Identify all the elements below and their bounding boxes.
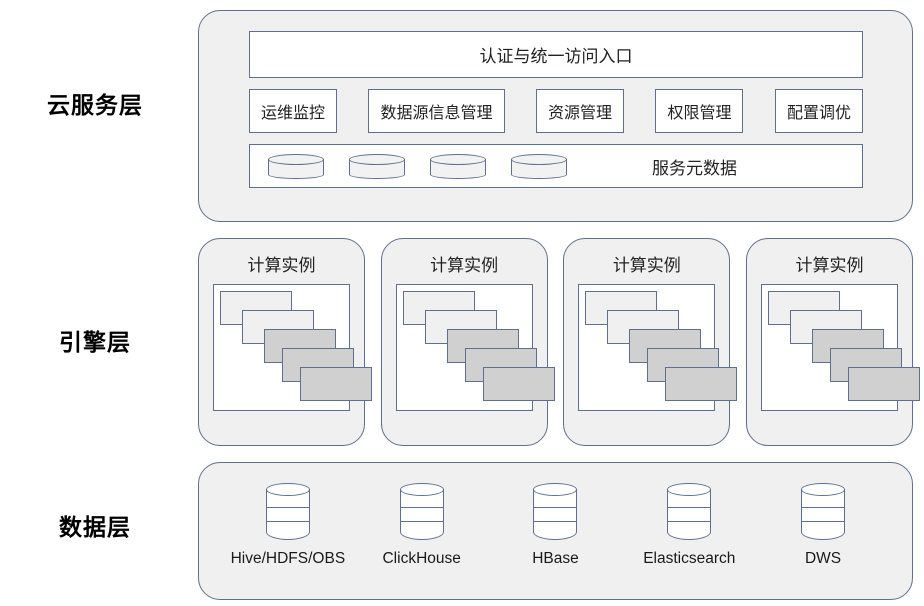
task-block (300, 367, 372, 401)
service-module-row: 运维监控 数据源信息管理 资源管理 权限管理 配置调优 (249, 89, 863, 133)
service-box-config-tuning[interactable]: 配置调优 (774, 89, 863, 133)
metadata-cylinder-group (268, 153, 567, 179)
compute-instance-card-2[interactable]: 计算实例 (380, 238, 555, 446)
data-store-hbase[interactable]: HBase (490, 483, 620, 568)
layer-label-cloud-service: 云服务层 (47, 93, 143, 119)
database-cylinder-icon (349, 153, 405, 179)
compute-instance-title: 计算实例 (795, 256, 864, 276)
database-stack-icon (801, 483, 846, 540)
data-store-label: Elasticsearch (643, 550, 736, 567)
compute-instance-card-4[interactable]: 计算实例 (745, 238, 920, 446)
database-cylinder-icon (511, 153, 567, 179)
data-store-row: Hive/HDFS/OBS ClickHouse HBase Elasticse… (221, 483, 890, 581)
auth-unified-access-box[interactable]: 认证与统一访问入口 (249, 31, 863, 78)
database-stack-icon (667, 483, 712, 540)
compute-instance-task-area (213, 284, 372, 411)
data-store-dws[interactable]: DWS (758, 483, 888, 568)
layer-label-engine: 引擎层 (59, 330, 131, 356)
data-store-label: ClickHouse (382, 550, 461, 567)
service-box-resource-mgmt[interactable]: 资源管理 (535, 89, 624, 133)
service-box-datasource-mgmt[interactable]: 数据源信息管理 (368, 89, 505, 133)
engine-layer-row: 计算实例 计算实例 计算实例 计算实例 (198, 238, 920, 446)
data-store-label: Hive/HDFS/OBS (230, 550, 346, 567)
data-store-label: DWS (804, 550, 842, 567)
task-block (482, 367, 555, 401)
compute-instance-title: 计算实例 (247, 256, 316, 276)
database-cylinder-icon (430, 153, 486, 179)
task-block (665, 367, 738, 401)
service-box-ops-monitoring[interactable]: 运维监控 (249, 89, 338, 133)
compute-instance-task-area (760, 284, 920, 411)
database-stack-icon (399, 483, 444, 540)
data-store-label: HBase (532, 550, 579, 567)
data-layer-panel: Hive/HDFS/OBS ClickHouse HBase Elasticse… (198, 462, 913, 600)
compute-instance-card-1[interactable]: 计算实例 (198, 238, 372, 446)
data-store-elasticsearch[interactable]: Elasticsearch (624, 483, 754, 568)
data-store-hive-hdfs-obs[interactable]: Hive/HDFS/OBS (223, 483, 353, 568)
service-metadata-bar: 服务元数据 (249, 144, 863, 188)
task-block (847, 367, 920, 401)
compute-instance-task-area (395, 284, 555, 411)
cloud-service-layer-panel: 认证与统一访问入口 运维监控 数据源信息管理 资源管理 权限管理 配置调优 服务… (198, 10, 913, 222)
compute-instance-card-3[interactable]: 计算实例 (563, 238, 738, 446)
compute-instance-task-area (578, 284, 738, 411)
database-cylinder-icon (268, 153, 324, 179)
service-box-permission-mgmt[interactable]: 权限管理 (655, 89, 744, 133)
database-stack-icon (265, 483, 310, 540)
database-stack-icon (533, 483, 578, 540)
compute-instance-title: 计算实例 (612, 256, 681, 276)
layer-label-data: 数据层 (59, 515, 131, 541)
service-metadata-label: 服务元数据 (652, 158, 737, 179)
compute-instance-title: 计算实例 (430, 256, 499, 276)
data-store-clickhouse[interactable]: ClickHouse (357, 483, 487, 568)
